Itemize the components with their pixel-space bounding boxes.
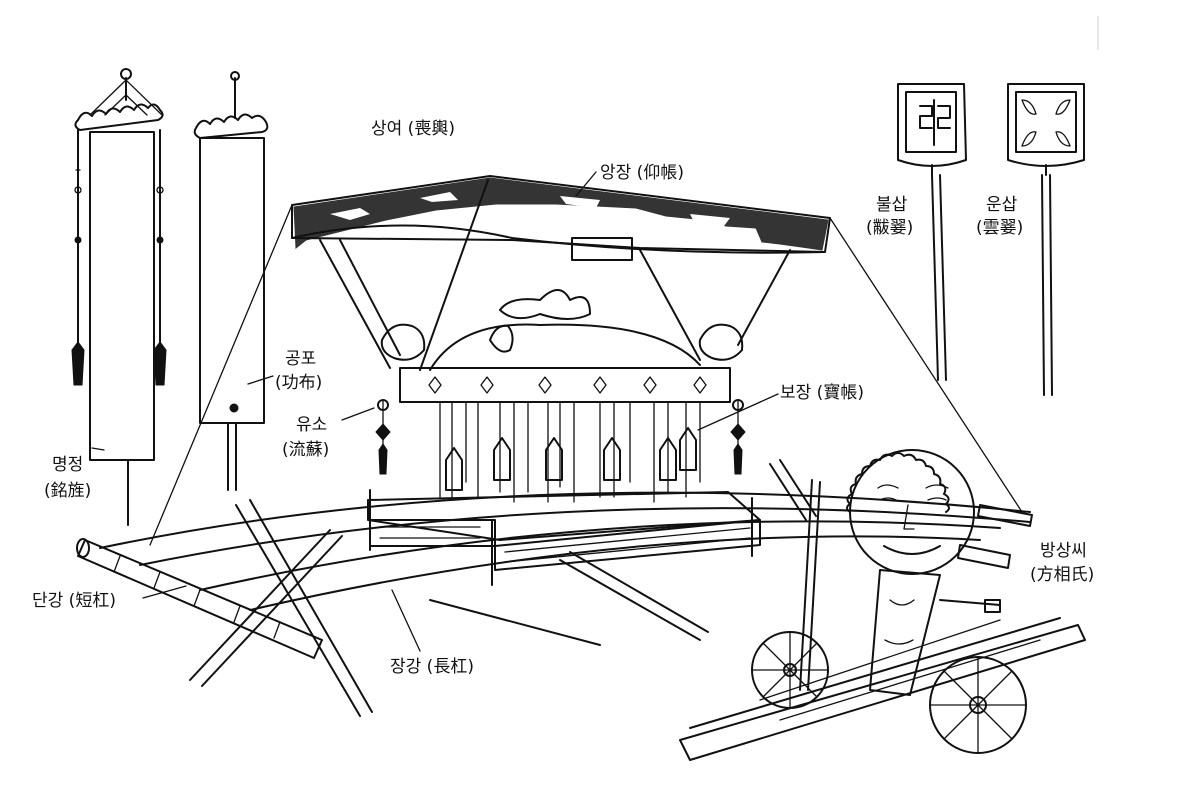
roof-diamonds	[428, 376, 707, 394]
unsap-fan	[1007, 83, 1085, 396]
label-danggang: 단강 (短杠)	[32, 591, 116, 611]
label-unsap: 운삽	[986, 195, 1018, 215]
angjang-canopy	[149, 175, 1023, 546]
label-yuso-hanja: (流蘇)	[282, 440, 329, 460]
boajang-body	[367, 289, 761, 586]
label-sangyeo: 상여 (喪輿)	[371, 119, 455, 139]
label-myeongjeong-hanja: (銘旌)	[44, 481, 91, 501]
gongpo-banner	[193, 71, 269, 491]
label-myeongjeong: 명정	[52, 455, 83, 475]
carrying-poles	[76, 459, 1033, 717]
label-boajang: 보장 (寶帳)	[780, 382, 864, 403]
label-yuso: 유소	[296, 415, 327, 435]
yuso-tassels	[375, 399, 746, 475]
leader-lines	[91, 171, 779, 652]
labels: 상여 (喪輿) 앙장 (仰帳) 불삽 (黻翣) 운삽 (雲翣) 공포 (功布) …	[32, 119, 1094, 677]
curtain-streamers	[439, 401, 701, 503]
label-bulsap-hanja: (黻翣)	[866, 218, 913, 238]
myeongjeong-banner	[71, 68, 167, 526]
label-bangsangssi: 방상씨	[1040, 541, 1087, 561]
label-bulsap: 불삽	[876, 195, 908, 215]
label-gongpo-hanja: (功布)	[275, 373, 322, 393]
label-bangsangssi-hanja: (方相氏)	[1030, 565, 1094, 585]
label-unsap-hanja: (雲翣)	[976, 218, 1023, 238]
bangsangssi-cart	[679, 449, 1086, 761]
label-janggang: 장강 (長杠)	[390, 657, 474, 677]
label-angjang: 앙장 (仰帳)	[600, 163, 684, 183]
bulsap-fan	[897, 83, 967, 381]
label-gongpo: 공포	[285, 349, 316, 369]
